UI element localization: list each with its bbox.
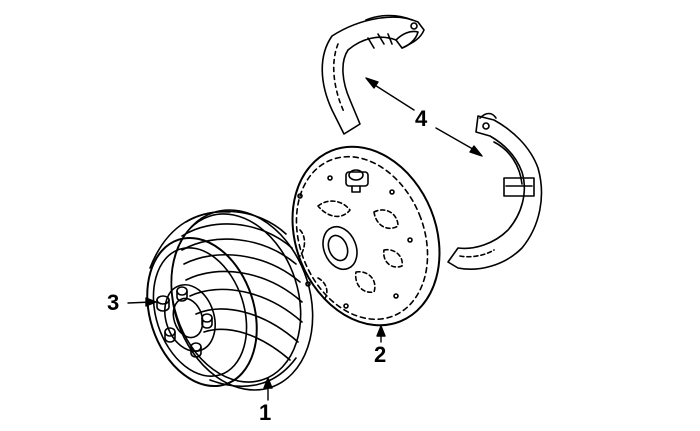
callout-2: 2 [374, 342, 387, 367]
callout-1: 1 [259, 400, 272, 425]
brake-drum [146, 209, 314, 391]
callout-3: 3 [107, 290, 120, 315]
brake-shoe-lower [447, 112, 543, 270]
backing-plate [291, 145, 441, 327]
lug-studs [156, 286, 213, 358]
brake-shoe-upper [321, 14, 425, 135]
wheel-cylinder [345, 169, 369, 193]
leader-lines [127, 77, 483, 401]
callout-4: 4 [415, 106, 428, 131]
